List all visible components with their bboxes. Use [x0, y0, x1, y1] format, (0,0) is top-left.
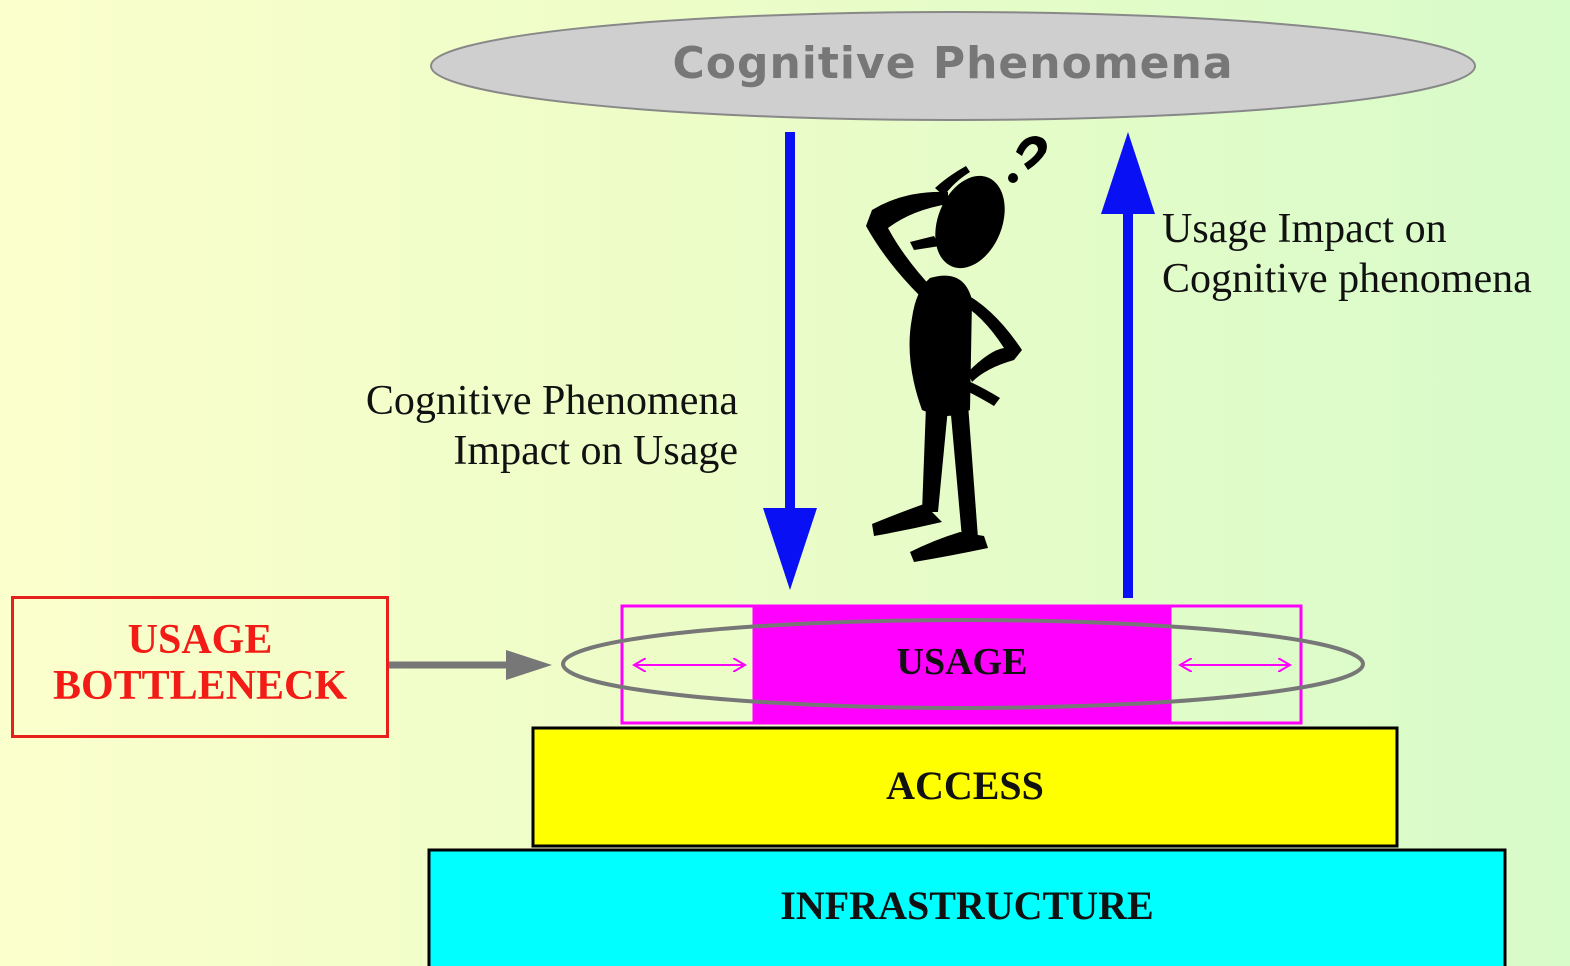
down-arrow-label: Cognitive Phenomena Impact on Usage: [230, 376, 738, 477]
bottleneck-ring: [561, 618, 1365, 710]
access-layer-label: ACCESS: [886, 763, 1044, 808]
usage-layer-label: USAGE: [896, 641, 1028, 683]
infrastructure-layer: [427, 848, 1507, 966]
cognitive-phenomena-ellipse: [430, 11, 1476, 121]
up-arrow-label-line-1: Usage Impact on: [1162, 206, 1447, 252]
access-layer: [531, 726, 1399, 848]
title-text: Cognitive Phenomena: [672, 38, 1234, 89]
thinking-person-figure: [866, 136, 1047, 562]
usage-bottleneck-box: USAGE BOTTLENECK: [11, 596, 389, 738]
up-arrow-shaft: [1123, 206, 1133, 598]
down-arrow-label-line-2: Impact on Usage: [453, 428, 738, 475]
infrastructure-layer-label: INFRASTRUCTURE: [780, 883, 1154, 928]
up-arrow-label: Usage Impact on Cognitive phenomena: [1162, 204, 1532, 305]
down-arrow-label-line-1: Cognitive Phenomena: [365, 378, 738, 424]
down-arrow-head: [763, 508, 817, 590]
down-arrow-shaft: [785, 132, 795, 518]
bottleneck-line-1: USAGE: [127, 617, 273, 663]
up-arrow-head: [1101, 132, 1155, 214]
up-arrow-label-line-2: Cognitive phenomena: [1162, 256, 1532, 303]
bottleneck-line-2: BOTTLENECK: [52, 663, 348, 709]
